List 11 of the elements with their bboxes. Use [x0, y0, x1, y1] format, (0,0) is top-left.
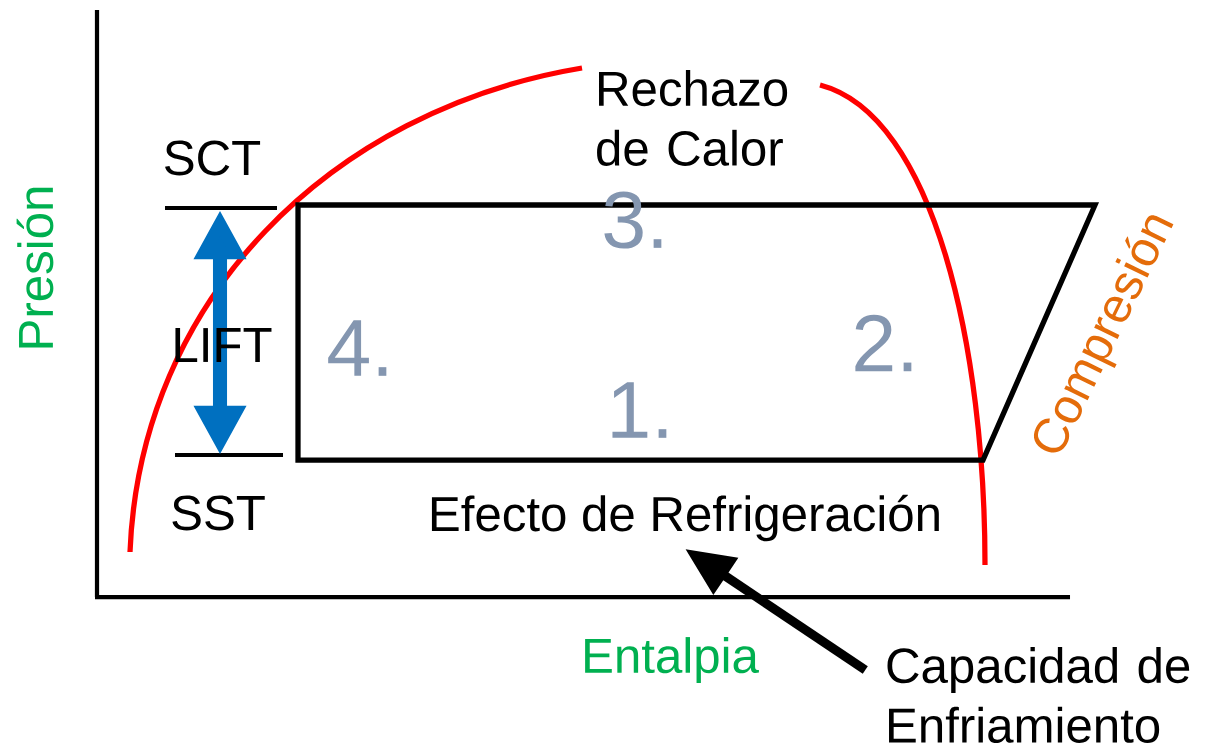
text-label: Efecto de Refrigeración: [431, 494, 939, 542]
region-number: 2.: [855, 314, 912, 372]
process-label: Rechazo de Calor: [597, 70, 788, 166]
region-number: 4.: [328, 320, 387, 376]
axis-title: Presión: [16, 187, 54, 348]
text-label: Capacidad de Enfriamiento: [887, 647, 1190, 743]
pressure-label: SCT: [165, 140, 261, 176]
region-number: 3.: [604, 191, 662, 249]
pressure-label: SST: [172, 495, 265, 531]
region-number: 1.: [612, 382, 667, 438]
axis-title: Entalpia: [585, 637, 759, 683]
